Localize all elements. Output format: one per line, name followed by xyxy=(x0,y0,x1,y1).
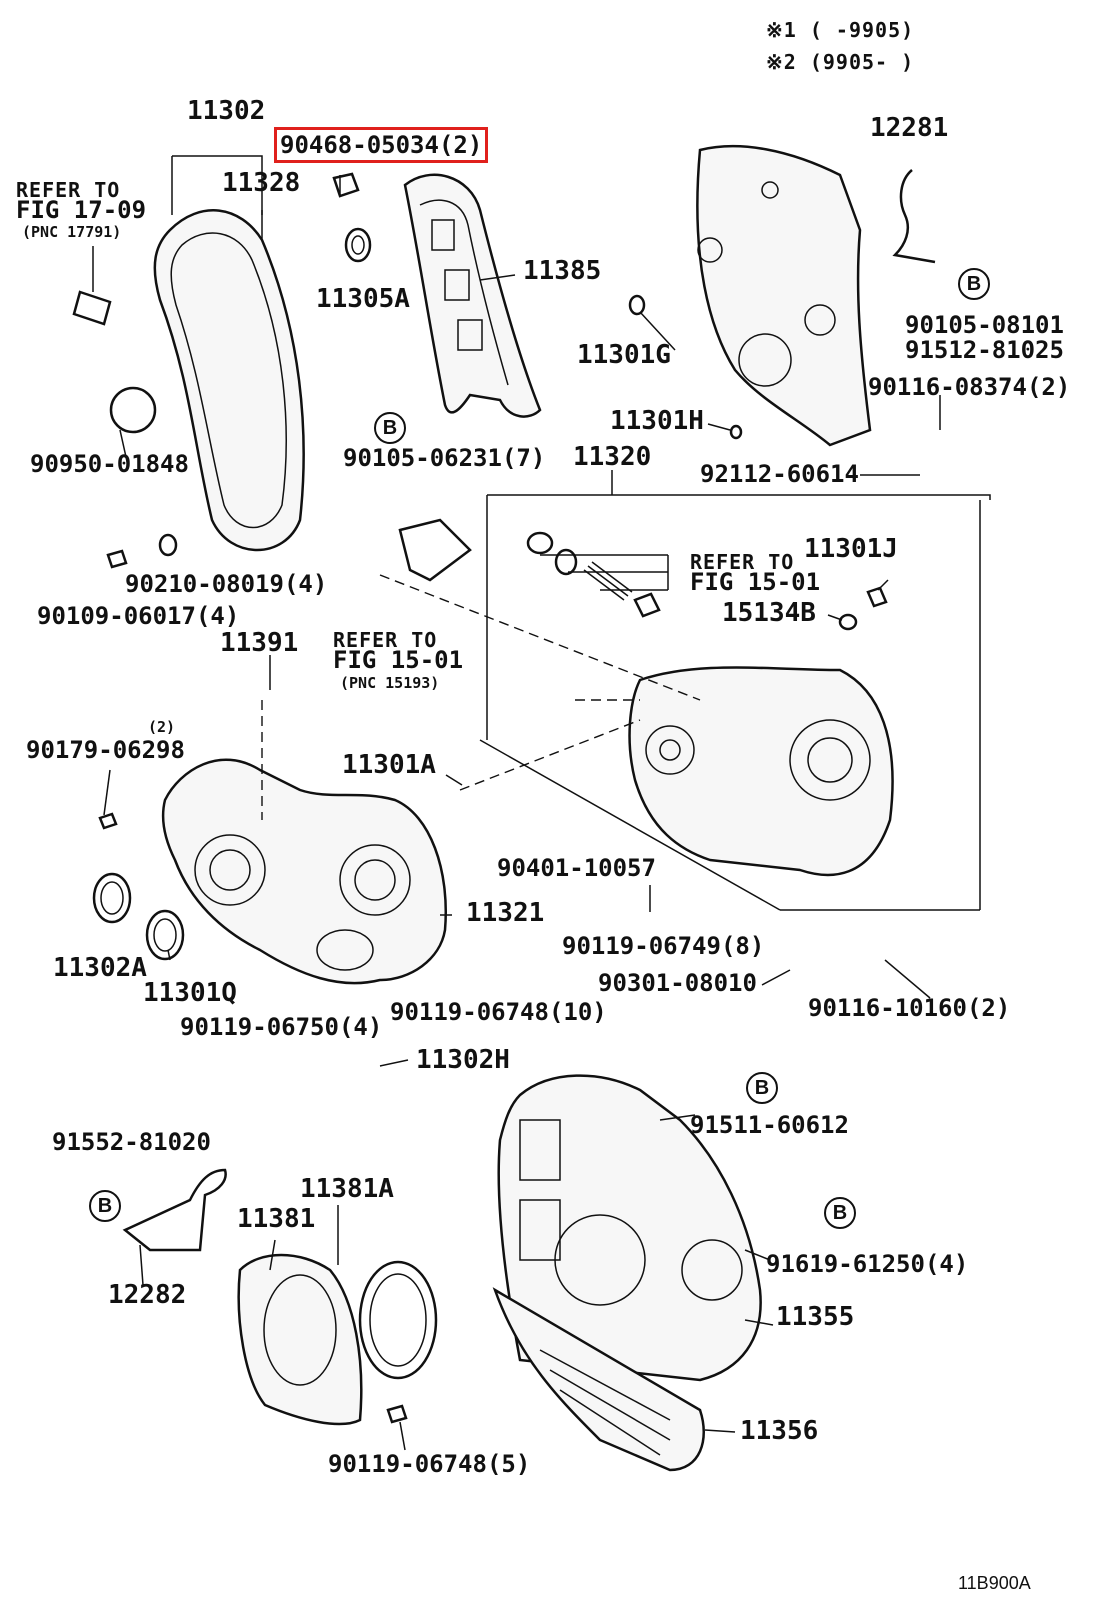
timing-belt-cover-drawing xyxy=(153,155,305,552)
legend-note-1: ※1 ( -9905) xyxy=(766,18,915,42)
part-91512-81025[interactable]: 91512-81025 xyxy=(905,336,1064,364)
rear-oil-seal-retainer-drawing xyxy=(237,1253,438,1426)
part-15134b[interactable]: 15134B xyxy=(722,598,816,628)
part-90950-01848[interactable]: 90950-01848 xyxy=(30,450,189,478)
refer-pnc-3: (PNC 15193) xyxy=(340,674,440,692)
part-90401-10057[interactable]: 90401-10057 xyxy=(497,854,656,882)
b-marker: B xyxy=(824,1197,856,1229)
part-11305a[interactable]: 11305A xyxy=(316,284,410,314)
part-11302h[interactable]: 11302H xyxy=(416,1045,510,1075)
diagram-code: 11B900A xyxy=(958,1573,1031,1593)
part-91511-60612[interactable]: 91511-60612 xyxy=(690,1111,849,1139)
part-11381a[interactable]: 11381A xyxy=(300,1174,394,1204)
part-11381[interactable]: 11381 xyxy=(237,1204,316,1234)
part-91552-81020[interactable]: 91552-81020 xyxy=(52,1128,211,1156)
part-11385[interactable]: 11385 xyxy=(523,256,602,286)
refer-pnc-1: (PNC 17791) xyxy=(22,223,122,241)
part-11391[interactable]: 11391 xyxy=(220,628,299,658)
part-90116-08374[interactable]: 90116-08374(2) xyxy=(868,373,1071,401)
b-marker: B xyxy=(89,1190,121,1222)
refer-fig-1[interactable]: FIG 17-09 xyxy=(16,196,147,224)
part-11355[interactable]: 11355 xyxy=(776,1302,855,1332)
b-marker: B xyxy=(958,268,990,300)
part-90109-06017[interactable]: 90109-06017(4) xyxy=(37,602,240,630)
part-11301a[interactable]: 11301A xyxy=(342,750,436,780)
refer-label-1[interactable]: REFER TO xyxy=(16,178,121,202)
part-90116-10160[interactable]: 90116-10160(2) xyxy=(808,994,1011,1022)
part-12282[interactable]: 12282 xyxy=(108,1280,187,1310)
part-90105-08101[interactable]: 90105-08101 xyxy=(905,311,1064,339)
b-marker: B xyxy=(746,1072,778,1104)
part-11301g[interactable]: 11301G xyxy=(577,340,671,370)
refer-fig-3[interactable]: FIG 15-01 xyxy=(333,646,464,674)
plate-11355-drawing xyxy=(497,1074,762,1382)
refer-label-2[interactable]: REFER TO xyxy=(690,550,795,574)
small-parts-drawing xyxy=(72,172,372,569)
rear-plate-drawing xyxy=(628,144,872,447)
part-11328[interactable]: 11328 xyxy=(222,168,301,198)
part-12281[interactable]: 12281 xyxy=(870,113,949,143)
plate-11356-drawing xyxy=(492,1287,705,1472)
part-11356[interactable]: 11356 xyxy=(740,1416,819,1446)
part-90119-06748-5[interactable]: 90119-06748(5) xyxy=(328,1450,531,1478)
legend-note-2: ※2 (9905- ) xyxy=(766,50,915,74)
part-11301j[interactable]: 11301J xyxy=(804,534,898,564)
part-11302[interactable]: 11302 xyxy=(187,96,266,126)
part-11321[interactable]: 11321 xyxy=(466,898,545,928)
part-90119-06748-10[interactable]: 90119-06748(10) xyxy=(390,998,607,1026)
b-marker: B xyxy=(374,412,406,444)
part-92112-60614[interactable]: 92112-60614 xyxy=(700,460,859,488)
part-90179-qty: (2) xyxy=(148,718,176,736)
gasket-11385-drawing xyxy=(403,173,542,418)
part-90179-06298[interactable]: 90179-06298 xyxy=(26,736,185,764)
part-90468-05034-highlighted[interactable]: 90468-05034(2) xyxy=(273,127,489,163)
oil-pump-box-drawing xyxy=(379,470,991,911)
part-90119-06750[interactable]: 90119-06750(4) xyxy=(180,1013,383,1041)
part-11320[interactable]: 11320 xyxy=(573,442,652,472)
part-11302a[interactable]: 11302A xyxy=(53,953,147,983)
refer-label-3[interactable]: REFER TO xyxy=(333,628,438,652)
part-90210-08019[interactable]: 90210-08019(4) xyxy=(125,570,328,598)
refer-fig-2[interactable]: FIG 15-01 xyxy=(690,568,821,596)
part-91619-61250[interactable]: 91619-61250(4) xyxy=(766,1250,969,1278)
bracket-12281-drawing xyxy=(892,169,936,264)
bracket-12282-drawing xyxy=(122,1168,227,1252)
part-11301h[interactable]: 11301H xyxy=(610,406,704,436)
part-11301q[interactable]: 11301Q xyxy=(143,978,237,1008)
part-90301-08010[interactable]: 90301-08010 xyxy=(598,969,757,997)
leader-lines xyxy=(92,175,941,1451)
front-case-11321-drawing xyxy=(92,700,447,985)
part-90105-06231[interactable]: 90105-06231(7) xyxy=(343,444,546,472)
part-90119-06749[interactable]: 90119-06749(8) xyxy=(562,932,765,960)
